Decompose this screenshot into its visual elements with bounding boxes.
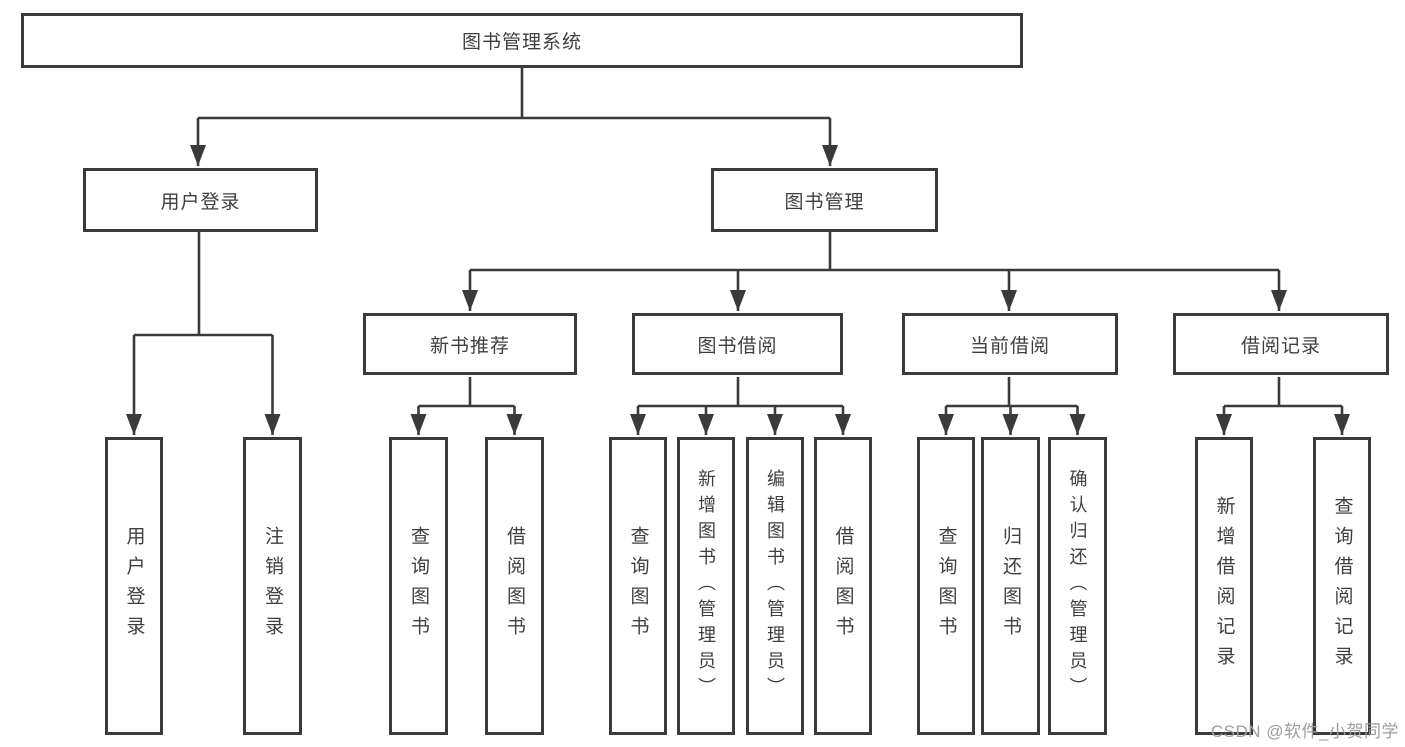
csdn-watermark: CSDN @软件_小贺同学 [1210,722,1399,741]
leaf-borrow-edit-book-admin-label: 编辑图书（管理员） [765,469,785,703]
leaf-current-query-book-label: 查询图书 [935,526,957,646]
leaf-records-add-record: 新增借阅记录 [1195,437,1253,735]
leaf-records-add-record-label: 新增借阅记录 [1213,496,1235,676]
leaf-recommend-borrow-book-label: 借阅图书 [504,526,525,646]
leaf-logout: 注销登录 [243,437,302,735]
leaf-current-query-book: 查询图书 [917,437,975,735]
leaf-recommend-borrow-book: 借阅图书 [485,437,544,735]
leaf-borrow-add-book-admin: 新增图书（管理员） [677,437,735,735]
node-system-root: 图书管理系统 [21,13,1023,68]
leaf-borrow-borrow-book: 借阅图书 [814,437,872,735]
leaf-current-return-book: 归还图书 [981,437,1040,735]
leaf-borrow-edit-book-admin: 编辑图书（管理员） [746,437,804,735]
leaf-recommend-query-book-label: 查询图书 [408,526,429,646]
leaf-borrow-query-book: 查询图书 [609,437,667,735]
leaf-current-return-book-label: 归还图书 [1000,526,1021,646]
leaf-user-login: 用户登录 [105,437,163,735]
node-book-management: 图书管理 [711,168,938,232]
leaf-logout-label: 注销登录 [262,526,283,646]
leaf-recommend-query-book: 查询图书 [389,437,448,735]
leaf-user-login-label: 用户登录 [123,526,145,646]
leaf-current-confirm-return-admin: 确认归还（管理员） [1048,437,1107,735]
leaf-records-query-record: 查询借阅记录 [1313,437,1371,735]
leaf-records-query-record-label: 查询借阅记录 [1331,496,1353,676]
leaf-borrow-query-book-label: 查询图书 [627,526,649,646]
leaf-current-confirm-return-admin-label: 确认归还（管理员） [1067,469,1088,703]
leaf-borrow-add-book-admin-label: 新增图书（管理员） [696,469,716,703]
node-new-book-recommend: 新书推荐 [363,313,577,375]
node-book-borrow: 图书借阅 [632,313,843,375]
node-user-login: 用户登录 [83,168,318,232]
node-borrow-records: 借阅记录 [1173,313,1389,375]
node-current-borrow: 当前借阅 [902,313,1118,375]
leaf-borrow-borrow-book-label: 借阅图书 [832,526,854,646]
